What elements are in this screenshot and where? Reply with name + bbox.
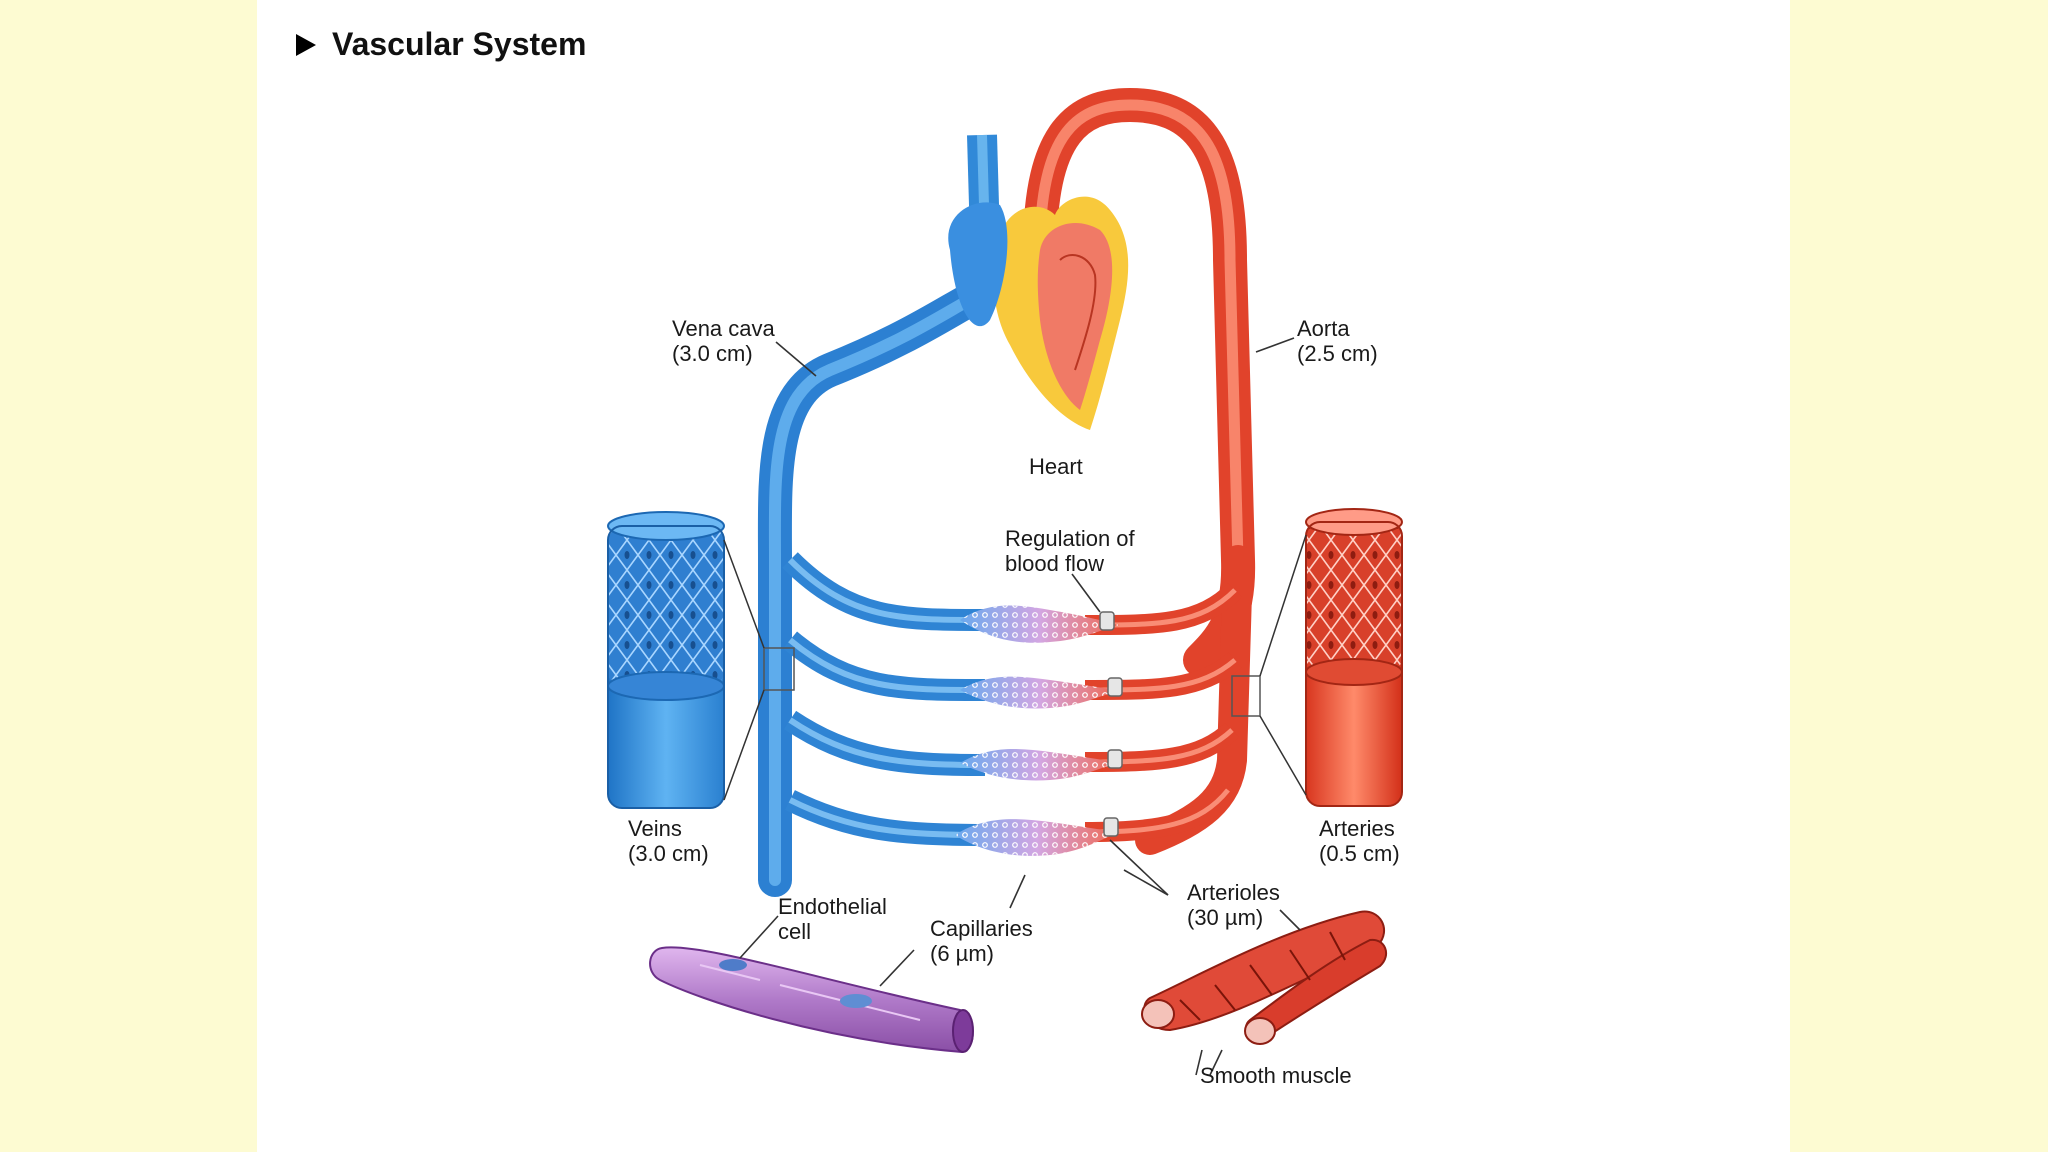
bullet-arrow-icon — [296, 33, 316, 56]
label-veins: Veins (3.0 cm) — [628, 816, 709, 866]
label-regulation: Regulation of blood flow — [1005, 526, 1141, 576]
title-row: Vascular System — [296, 26, 586, 63]
capillary-bed-4 — [955, 819, 1120, 856]
capillary-beds — [955, 605, 1123, 856]
slide-title: Vascular System — [332, 26, 587, 62]
label-arterioles: Arterioles (30 µm) — [1187, 880, 1286, 930]
label-vena-cava: Vena cava (3.0 cm) — [672, 316, 781, 366]
label-aorta: Aorta (2.5 cm) — [1297, 316, 1378, 366]
capillary-bed-3 — [960, 748, 1120, 781]
label-arteries: Arteries (0.5 cm) — [1319, 816, 1401, 866]
arteriole-smooth-muscle — [1141, 910, 1388, 1045]
label-smooth-muscle: Smooth muscle — [1200, 1063, 1352, 1088]
sphincter-icon — [1099, 611, 1123, 837]
label-endothelial: Endothelial cell — [778, 894, 893, 944]
heart-illustration — [948, 196, 1129, 430]
capillary-bed-2 — [960, 676, 1120, 709]
endothelial-capillary — [649, 946, 974, 1054]
artery-section — [1231, 508, 1403, 807]
label-capillaries: Capillaries (6 µm) — [930, 916, 1039, 966]
capillary-bed-1 — [960, 605, 1120, 643]
vein-section — [607, 511, 795, 809]
slide-sheet — [257, 0, 1790, 1152]
label-heart: Heart — [1029, 454, 1083, 479]
diagram-labels: Vena cava (3.0 cm) Aorta (2.5 cm) Heart … — [628, 316, 1401, 1088]
leader-lines — [739, 337, 1301, 1076]
